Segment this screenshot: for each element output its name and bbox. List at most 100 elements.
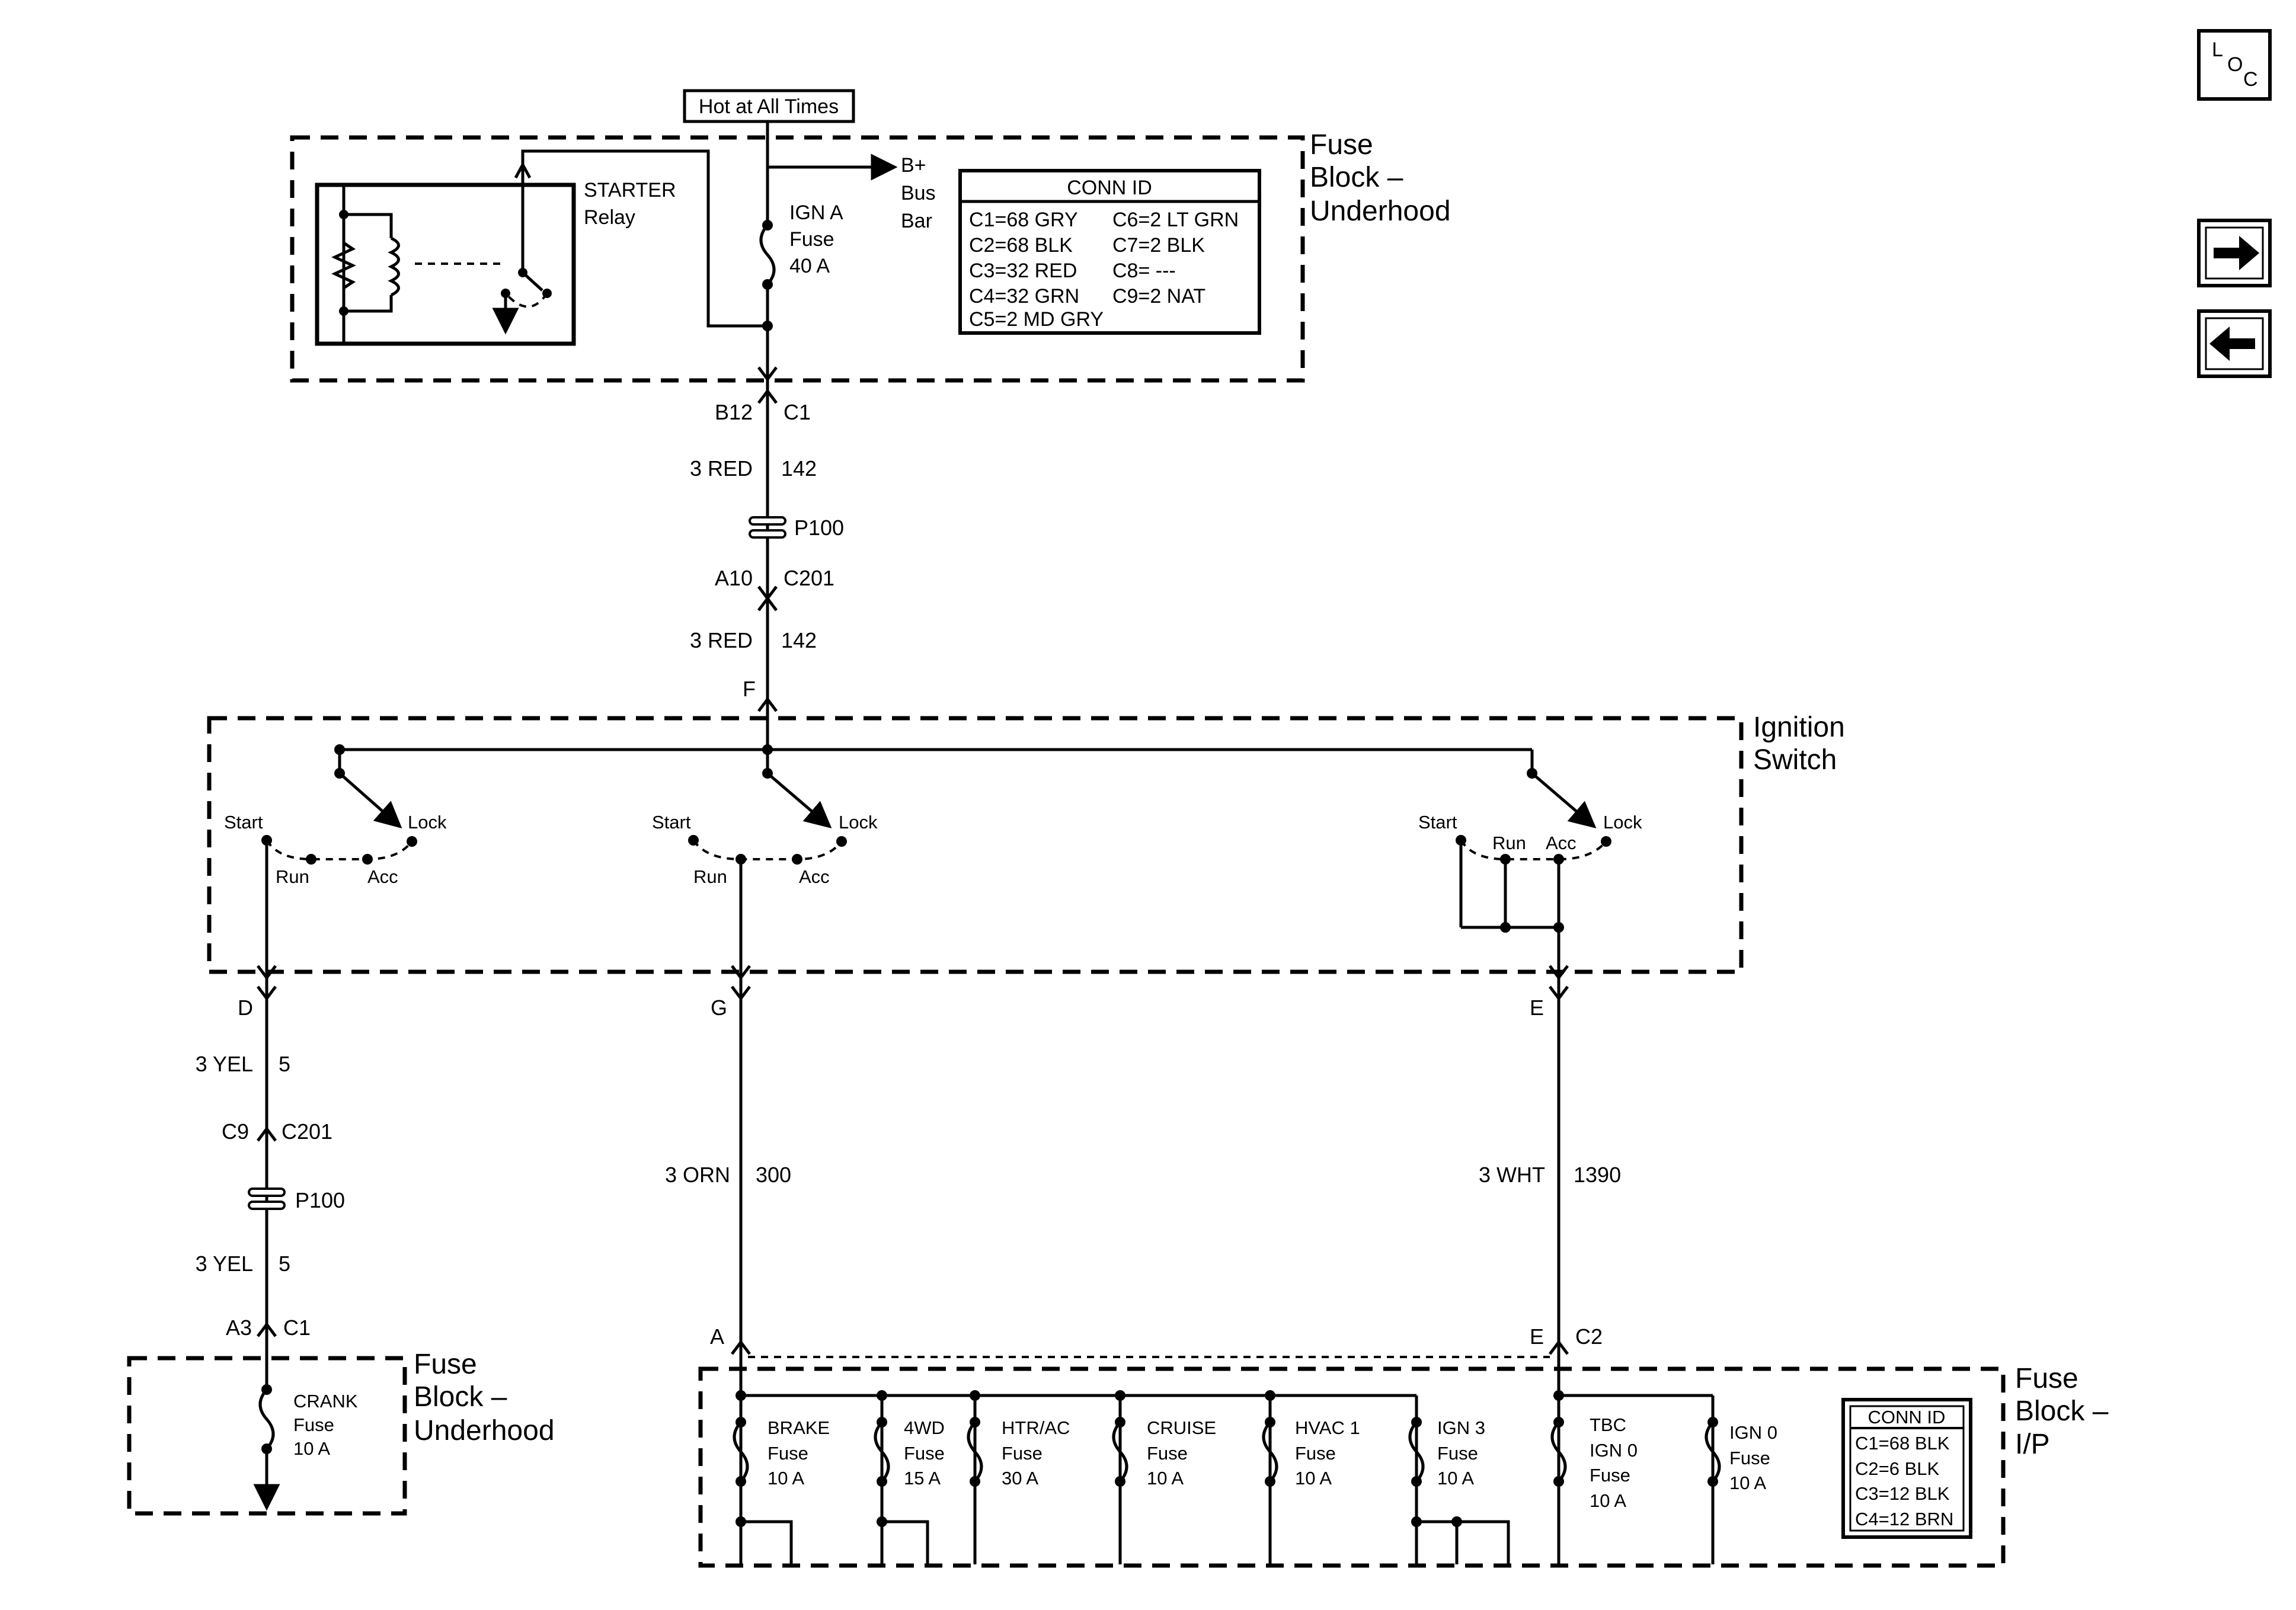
crank-fuse-block-title: Fuse Block – Underhood <box>414 1349 555 1446</box>
next-page-button[interactable] <box>2197 219 2272 287</box>
svg-text:IGN 0: IGN 0 <box>1729 1422 1777 1443</box>
svg-text:CONN ID: CONN ID <box>1067 177 1152 199</box>
start-label-middle: Start <box>652 812 691 833</box>
svg-text:O: O <box>2227 53 2243 76</box>
a-terminal-label: A <box>710 1324 724 1349</box>
ip-fuse-block-title: Fuse Block – I/P <box>2015 1363 2109 1460</box>
tbc-ign-0-fuse <box>1550 1417 1567 1487</box>
svg-text:10 A: 10 A <box>1590 1490 1626 1511</box>
e-terminal-bottom-label: E <box>1530 1324 1544 1349</box>
svg-text:Fuse: Fuse <box>768 1443 808 1464</box>
htr-ac-fuse-label: HTR/AC Fuse 30 A <box>1002 1417 1070 1489</box>
lock-label-right: Lock <box>1603 812 1642 833</box>
svg-text:TBC: TBC <box>1590 1414 1626 1435</box>
wire-142-circuit-upper: 142 <box>781 456 817 481</box>
c201-left-label: C201 <box>282 1119 332 1144</box>
svg-text:Fuse: Fuse <box>789 228 834 251</box>
p100-top-label: P100 <box>794 516 844 540</box>
svg-text:Hot at All Times: Hot at All Times <box>699 95 839 118</box>
svg-text:4WD: 4WD <box>904 1417 945 1438</box>
starter-relay-internal <box>331 149 768 344</box>
wire-5-circuit-upper: 5 <box>279 1052 290 1076</box>
svg-text:10 A: 10 A <box>768 1468 804 1489</box>
cruise-fuse-label: CRUISE Fuse 10 A <box>1147 1417 1216 1489</box>
c9-label: C9 <box>222 1119 249 1144</box>
ignition-section-right <box>1456 768 1611 981</box>
start-label-left: Start <box>224 812 263 833</box>
svg-text:IGN 3: IGN 3 <box>1437 1417 1485 1438</box>
ignition-common-bus <box>334 720 1534 773</box>
svg-text:Fuse: Fuse <box>414 1349 477 1380</box>
svg-text:C7=2 BLK: C7=2 BLK <box>1112 234 1205 257</box>
svg-text:C1=68 GRY: C1=68 GRY <box>969 209 1078 231</box>
svg-text:Bus: Bus <box>901 182 936 204</box>
svg-text:IGN 0: IGN 0 <box>1590 1440 1638 1461</box>
svg-text:CRUISE: CRUISE <box>1147 1417 1216 1438</box>
bus-bar-label: B+ Bus Bar <box>901 154 936 232</box>
ignition-switch-outline <box>207 716 1744 974</box>
wire-142-color-upper: 3 RED <box>690 456 753 481</box>
location-button[interactable]: L O C <box>2197 29 2272 101</box>
svg-text:Block –: Block – <box>2015 1395 2109 1427</box>
crank-fuse-label: CRANK Fuse 10 A <box>293 1391 358 1459</box>
ign-a-fuse-label: IGN A Fuse 40 A <box>789 201 843 277</box>
htr-ac-fuse <box>967 1395 983 1564</box>
svg-text:C2=6 BLK: C2=6 BLK <box>1855 1458 1940 1479</box>
svg-text:Fuse: Fuse <box>1310 129 1373 161</box>
brake-fuse <box>733 1417 793 1564</box>
arrow-left-icon <box>2209 327 2255 361</box>
c1-left-label: C1 <box>283 1315 311 1340</box>
ignition-section-left <box>257 768 417 981</box>
svg-text:Fuse: Fuse <box>1295 1443 1336 1464</box>
a10-label: A10 <box>715 566 753 590</box>
svg-text:C: C <box>2243 68 2258 91</box>
svg-text:10 A: 10 A <box>1295 1468 1332 1489</box>
c201-top-label: C201 <box>784 566 834 590</box>
svg-text:STARTER: STARTER <box>584 179 676 201</box>
acc-label-right: Acc <box>1546 833 1576 853</box>
c2-terminal-label: C2 <box>1575 1324 1603 1349</box>
svg-text:15 A: 15 A <box>904 1468 941 1489</box>
wire-5-color-upper: 3 YEL <box>196 1052 253 1076</box>
ip-conn-id-table: CONN ID C1=68 BLK C2=6 BLK C3=12 BLK C4=… <box>1841 1398 1972 1539</box>
svg-text:Fuse: Fuse <box>1729 1448 1770 1468</box>
ip-fuse-block-outline <box>698 1366 2006 1568</box>
tbc-ign-0-fuse-label: TBC IGN 0 Fuse 10 A <box>1590 1414 1638 1511</box>
previous-page-button[interactable] <box>2197 309 2272 378</box>
start-label-right: Start <box>1418 812 1457 833</box>
4wd-fuse-label: 4WD Fuse 15 A <box>904 1417 945 1489</box>
svg-text:Underhood: Underhood <box>1310 196 1451 227</box>
c1-top-label: C1 <box>784 400 811 424</box>
lock-label-left: Lock <box>408 812 447 833</box>
svg-text:Bar: Bar <box>901 210 932 232</box>
svg-text:C3=32 RED: C3=32 RED <box>969 260 1077 282</box>
svg-text:L: L <box>2212 39 2223 61</box>
ignition-section-middle <box>688 768 847 981</box>
ign-3-fuse-label: IGN 3 Fuse 10 A <box>1437 1417 1485 1489</box>
wire-142-color-lower: 3 RED <box>690 628 753 652</box>
crank-fuse-block-outline <box>127 1356 407 1516</box>
wire-300-color: 3 ORN <box>665 1163 730 1187</box>
svg-text:C4=32 GRN: C4=32 GRN <box>969 285 1079 308</box>
svg-text:Underhood: Underhood <box>414 1415 555 1446</box>
e-terminal-top-label: E <box>1530 996 1544 1020</box>
hvac-1-fuse-label: HVAC 1 Fuse 10 A <box>1295 1417 1360 1489</box>
svg-text:C5=2 MD GRY: C5=2 MD GRY <box>969 308 1104 331</box>
svg-text:10 A: 10 A <box>1729 1473 1766 1493</box>
svg-text:Ignition: Ignition <box>1753 712 1845 743</box>
lock-label-middle: Lock <box>839 812 878 833</box>
starter-relay-label: STARTER Relay <box>584 179 676 229</box>
ignition-switch-title: Ignition Switch <box>1753 712 1845 776</box>
svg-text:Block –: Block – <box>414 1381 507 1413</box>
svg-text:Relay: Relay <box>584 206 635 229</box>
arrow-right-icon <box>2214 236 2259 270</box>
svg-text:HTR/AC: HTR/AC <box>1002 1417 1070 1438</box>
svg-text:IGN A: IGN A <box>789 201 843 224</box>
wire-1390-color: 3 WHT <box>1479 1163 1545 1187</box>
4wd-fuse <box>874 1395 929 1564</box>
svg-text:Switch: Switch <box>1753 744 1837 776</box>
svg-text:Fuse: Fuse <box>1590 1465 1630 1486</box>
svg-text:C9=2 NAT: C9=2 NAT <box>1112 285 1205 308</box>
g-terminal-label: G <box>711 996 727 1020</box>
